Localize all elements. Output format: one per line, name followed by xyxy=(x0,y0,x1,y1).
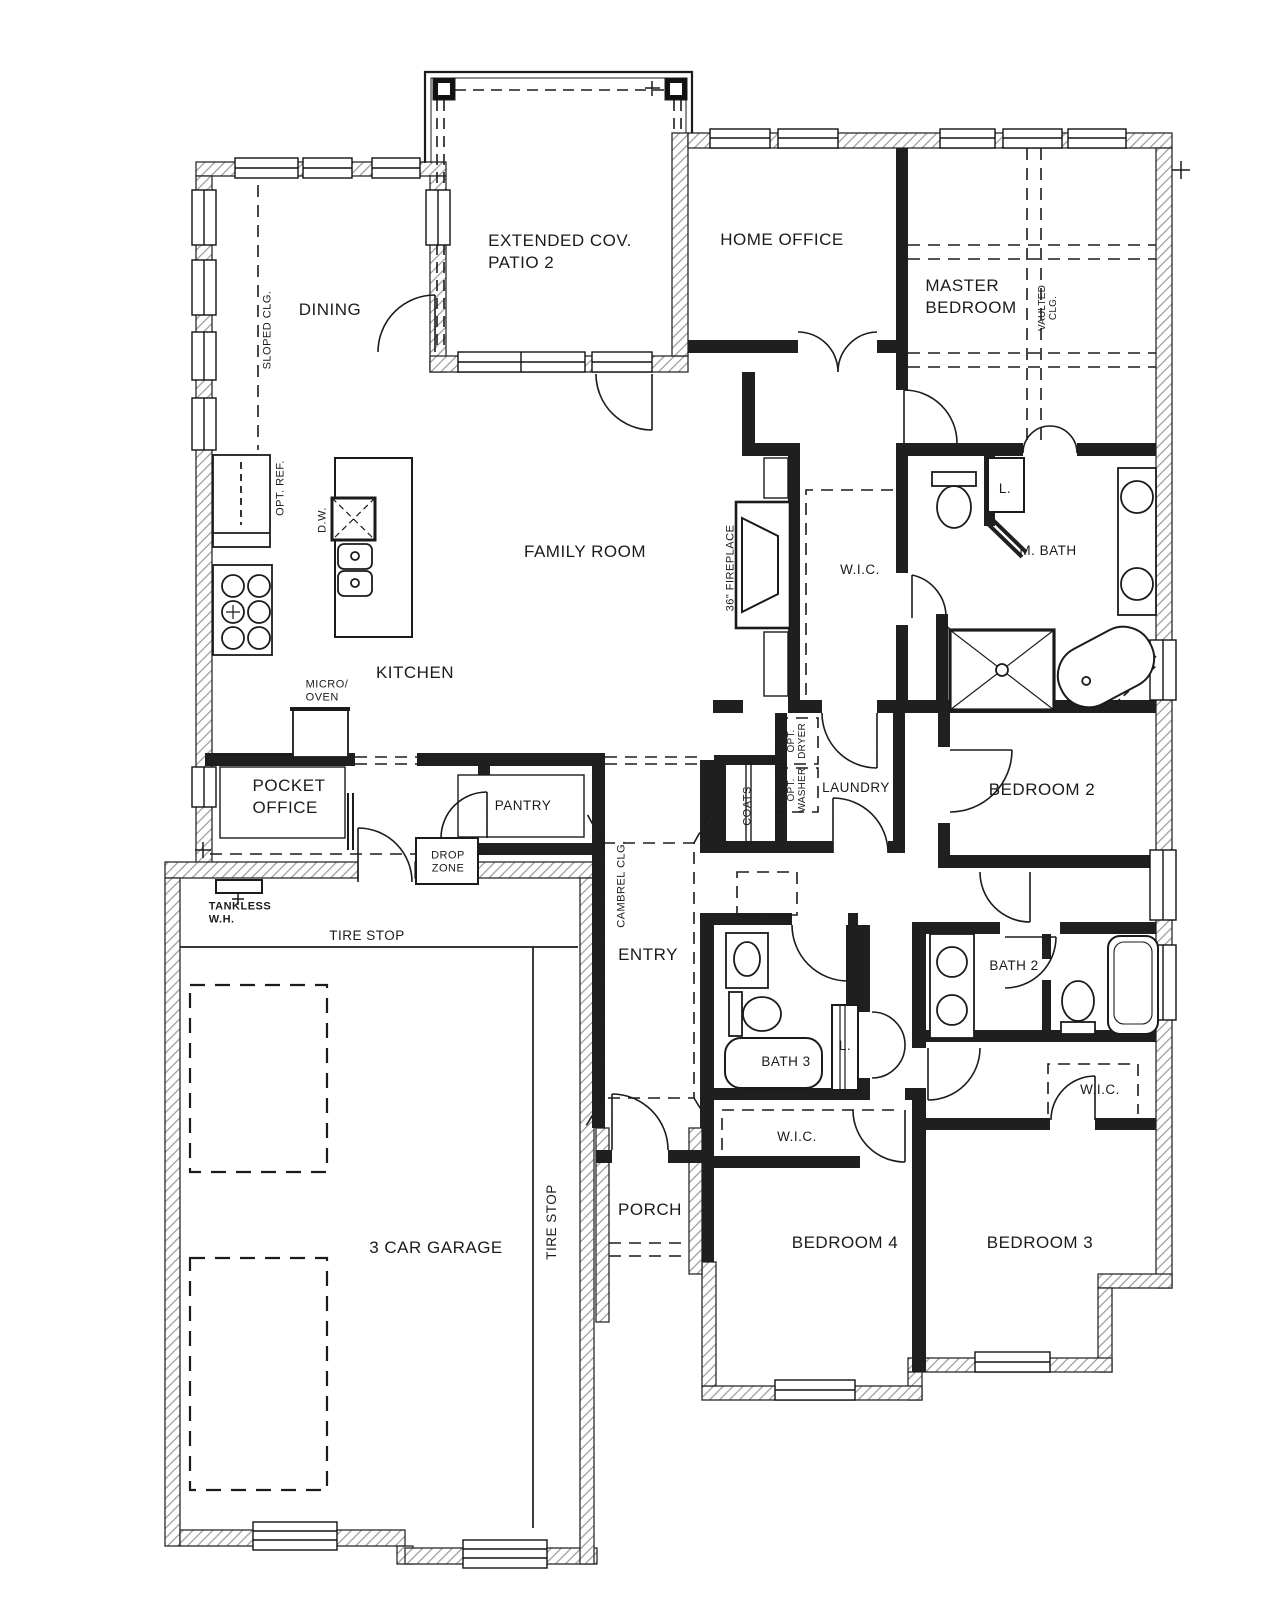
annotation-opt-washer: OPT. WASHER xyxy=(786,767,808,813)
annotation-opt-dryer: OPT. DRYER xyxy=(786,723,808,759)
bath3-toilet xyxy=(728,991,782,1037)
pantry-shelves xyxy=(457,774,585,838)
tankless-water-heater xyxy=(215,879,263,905)
linen-closet-bath3 xyxy=(831,1004,859,1091)
pocket-office-desk xyxy=(219,766,346,839)
annotation-tire-stop-h: TIRE STOP xyxy=(329,928,405,944)
annotation-tankless: TANKLESS W.H. xyxy=(208,900,272,925)
fireplace xyxy=(734,457,792,697)
room-label-extended-patio: EXTENDED COV. PATIO 2 xyxy=(488,230,632,272)
ceiling-label-cambrel: CAMBREL CLG. xyxy=(615,840,628,928)
room-label-master-bath: M. BATH xyxy=(1019,543,1077,559)
bath3-sink xyxy=(725,932,769,989)
bath2-toilet xyxy=(1060,980,1096,1035)
interior-walls xyxy=(205,148,1156,1372)
room-label-laundry: LAUNDRY xyxy=(822,780,890,796)
annotation-micro-oven: MICRO/ OVEN xyxy=(305,678,349,703)
room-label-drop-zone: DROP ZONE xyxy=(431,849,465,874)
fixtures xyxy=(212,454,1159,1091)
ceiling-label-vaulted: VAULTED CLG. xyxy=(1037,284,1059,332)
room-label-garage: 3 CAR GARAGE xyxy=(369,1237,503,1257)
pocket-door xyxy=(347,793,354,850)
annotation-linen-bath3: L. xyxy=(838,1038,852,1054)
drop-zone-bench xyxy=(415,837,479,885)
room-label-pantry: PANTRY xyxy=(494,798,552,814)
room-label-bedroom-3: BEDROOM 3 xyxy=(986,1232,1094,1252)
room-label-dining: DINING xyxy=(298,299,362,319)
bath2-tub xyxy=(1107,935,1159,1035)
room-label-bedroom-4: BEDROOM 4 xyxy=(791,1232,899,1252)
micro-oven-cabinet xyxy=(292,709,349,758)
room-label-master-bedroom: MASTER BEDROOM xyxy=(925,275,1017,317)
bath3-tub xyxy=(724,1037,823,1089)
annotation-tire-stop-v: TIRE STOP xyxy=(544,1184,560,1260)
annotation-fireplace: 36" FIREPLACE xyxy=(724,524,737,612)
room-label-coats: COATS xyxy=(741,786,754,826)
room-label-wic-bed4: W.I.C. xyxy=(777,1129,817,1145)
garage-lines xyxy=(180,946,578,1528)
door-swings xyxy=(357,294,1096,1163)
bath2-vanity xyxy=(929,933,975,1039)
ceiling-label-sloped: SLOPED CLG. xyxy=(261,290,274,370)
room-label-bath-3: BATH 3 xyxy=(761,1054,811,1070)
master-tub xyxy=(1056,625,1156,709)
room-label-bath-2: BATH 2 xyxy=(989,958,1039,974)
exterior-walls xyxy=(164,132,1173,1565)
room-label-porch: PORCH xyxy=(618,1199,682,1219)
annotation-dw: D.W. xyxy=(316,507,329,533)
toilet-room-angled-wall xyxy=(986,517,1028,559)
room-label-home-office: HOME OFFICE xyxy=(720,229,844,249)
master-shower xyxy=(939,619,1056,712)
room-label-bedroom-2: BEDROOM 2 xyxy=(988,779,1096,799)
master-toilet xyxy=(931,471,977,529)
range-cooktop xyxy=(212,564,273,656)
annotation-linen-mbath: L. xyxy=(998,481,1012,497)
room-label-entry: ENTRY xyxy=(618,944,678,964)
kitchen-island xyxy=(330,457,413,638)
room-label-wic-bed3: W.I.C. xyxy=(1080,1082,1120,1098)
windows xyxy=(191,128,1177,1569)
annotation-opt-ref: OPT. REF. xyxy=(274,460,287,516)
linen-closet-mbath xyxy=(987,457,1025,513)
dashed-lines xyxy=(188,148,1157,1492)
coats-closet-doors xyxy=(745,765,752,841)
room-label-kitchen: KITCHEN xyxy=(375,662,455,682)
room-label-pocket-office: POCKET OFFICE xyxy=(252,775,326,817)
room-label-family-room: FAMILY ROOM xyxy=(523,541,647,561)
room-label-master-wic: W.I.C. xyxy=(840,562,880,578)
master-vanity xyxy=(1117,467,1157,616)
